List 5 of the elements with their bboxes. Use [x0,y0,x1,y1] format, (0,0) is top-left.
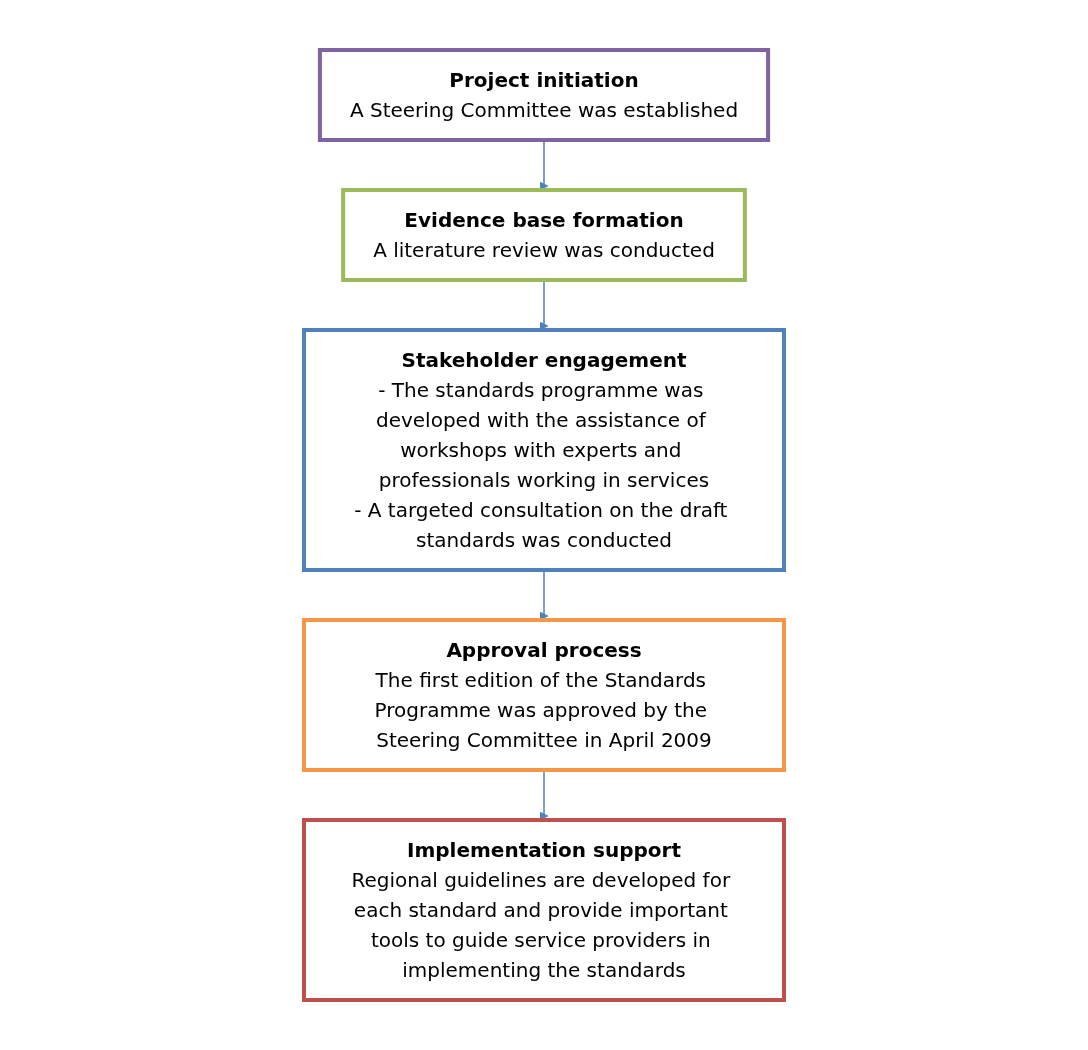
node-box: Stakeholder engagement - The standards programme was developed with the assistance of workshops with experts and professionals working in services - A targeted consultation on the draft standards was conducted [302,328,786,572]
node-box: Project initiation A Steering Committee was established [317,48,771,142]
node-box: Implementation support Regional guidelines are developed for each standard and provide important tools to guide service providers in implementing the standards [302,818,786,1002]
node-box: Approval process The first edition of the Standards Programme was approved by the Steering Committee in April 2009 [302,618,786,772]
node-box: Evidence base formation A literature review was conducted [341,188,747,282]
